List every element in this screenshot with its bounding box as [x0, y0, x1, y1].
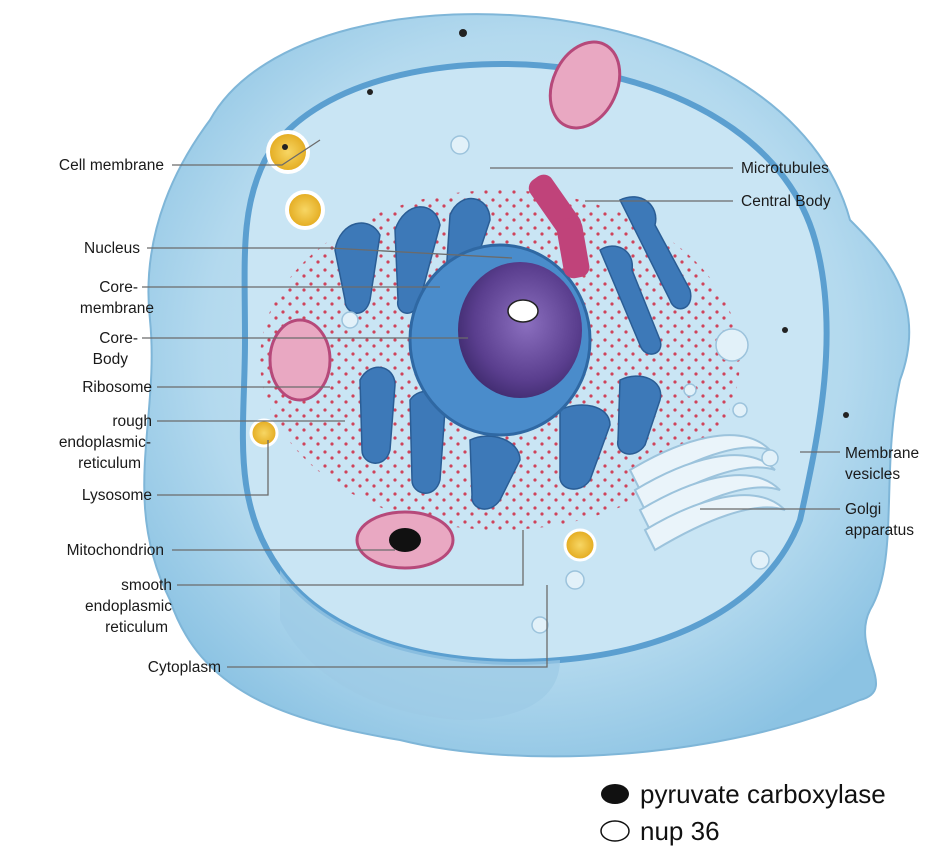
label-core-membrane-2: membrane: [80, 300, 154, 317]
label-smooth-er-1: smooth: [121, 577, 172, 594]
label-core-body-1: Core-: [99, 330, 138, 347]
label-core-body-2: Body: [93, 351, 129, 368]
cell-illustration: [144, 14, 909, 756]
lysosome-3: [251, 420, 277, 446]
nucleus-body: [458, 262, 582, 398]
label-rough-er-1: rough: [112, 413, 152, 430]
label-smooth-er-2: endoplasmic: [85, 598, 172, 615]
label-golgi-2: apparatus: [845, 522, 914, 539]
legend: pyruvate carboxylase nup 36: [601, 779, 886, 846]
label-membrane-vesicles-2: vesicles: [845, 466, 900, 483]
legend-marker-open: [601, 821, 629, 841]
label-cytoplasm: Cytoplasm: [148, 659, 221, 676]
legend-label-nup36: nup 36: [640, 816, 720, 846]
nup36-marker: [508, 300, 538, 322]
label-smooth-er-3: reticulum: [105, 619, 168, 636]
label-ribosome: Ribosome: [82, 379, 152, 396]
label-nucleus: Nucleus: [84, 240, 140, 257]
label-central-body: Central Body: [741, 193, 831, 210]
legend-label-pyruvate-carboxylase: pyruvate carboxylase: [640, 779, 886, 809]
label-cell-membrane: Cell membrane: [59, 157, 164, 174]
label-golgi-1: Golgi: [845, 501, 881, 518]
legend-marker-filled: [601, 784, 629, 804]
pyruvate-carboxylase-marker: [389, 528, 421, 552]
label-mitochondrion: Mitochondrion: [67, 542, 164, 559]
label-microtubules: Microtubules: [741, 160, 829, 177]
label-rough-er-3: reticulum: [78, 455, 141, 472]
nucleus-group: [410, 245, 590, 435]
lysosome-2: [287, 192, 323, 228]
lysosome-4: [565, 530, 595, 560]
mito-left: [270, 320, 330, 400]
label-membrane-vesicles-1: Membrane: [845, 445, 919, 462]
label-rough-er-2: endoplasmic-: [59, 434, 151, 451]
label-core-membrane-1: Core-: [99, 279, 138, 296]
label-lysosome: Lysosome: [82, 487, 152, 504]
